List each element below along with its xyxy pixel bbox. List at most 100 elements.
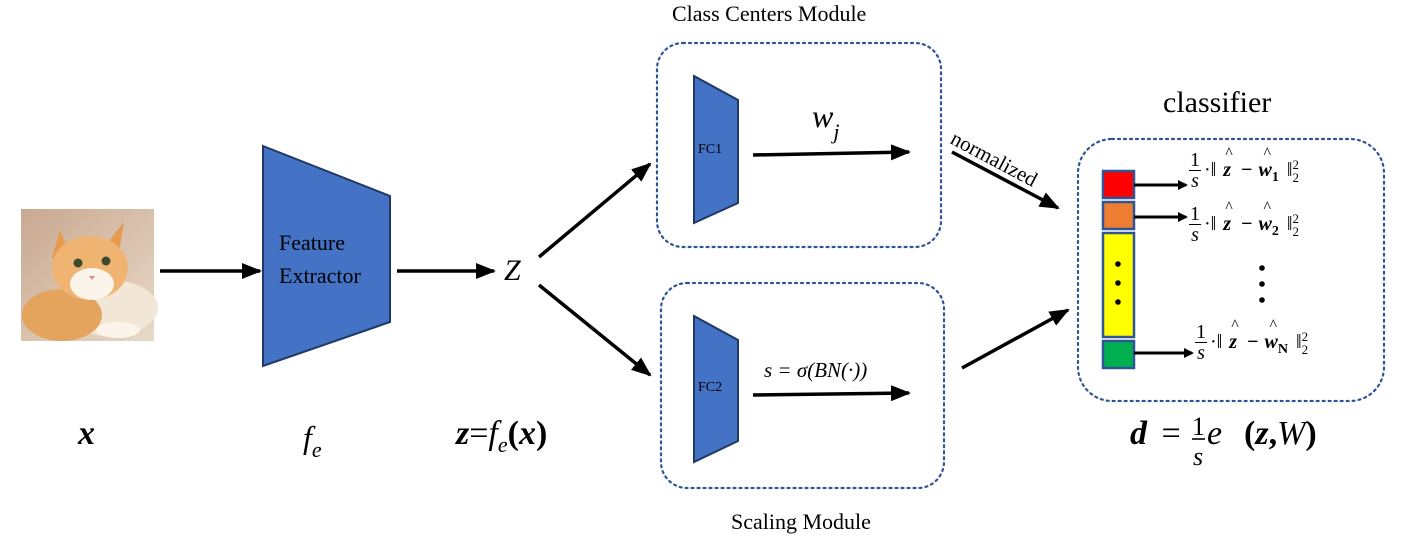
input-symbol: x [78,415,95,452]
z-node-label: Z [504,254,521,287]
row2-w-group: ^w2 [1258,199,1279,239]
eq-sub: e [497,432,508,457]
rown-den: s [1197,342,1205,364]
rown-z-group: ^z [1229,317,1239,354]
rown-z: z [1229,331,1238,353]
row1-sub: 1 [1271,170,1279,185]
arrow-fc2-to-s [752,385,911,402]
rown-z-hat: ^ [1231,317,1239,334]
feature-extractor-block [262,144,391,368]
rown-sub: N [1277,342,1288,357]
row1-minus: − [1241,159,1253,181]
scaling-module-box [659,281,946,490]
row1-z: z [1223,159,1232,181]
rown-w-hat: ^ [1269,317,1277,334]
output-fraction-den: s [1193,442,1204,471]
middle-dot [1115,280,1121,286]
rown-num: 1 [1195,321,1207,343]
eq-open: ( [507,415,519,452]
row2-w-hat: ^ [1263,199,1271,216]
row2-w: w [1258,213,1272,235]
row1-exp: 2 [1292,156,1299,172]
fe-sub: e [311,437,322,462]
rows-ellipsis-dot [1259,281,1265,287]
fc2-label: FC2 [698,380,723,395]
class-centers-module-box [655,41,943,249]
row2-z-hat: ^ [1225,199,1233,216]
scaling-formula: s = σ(BN(·)) [764,358,868,382]
row1-w-hat: ^ [1263,145,1271,162]
wj-w: w [812,98,834,134]
row1-dot: ·‖ [1204,159,1217,181]
fc1-block [693,74,739,225]
eq-z: z [456,415,470,452]
classifier-box [1076,137,1386,403]
row2-minus: − [1241,213,1253,235]
output-fraction-num: 1 [1192,412,1205,441]
eq-f: f [488,415,498,452]
classifier-title: classifier [1163,86,1272,119]
row1-den: s [1191,170,1199,192]
extractor-symbol: fe [303,419,322,462]
output-args: (z,W) [1244,415,1317,453]
row1-low: 2 [1292,169,1299,185]
rown-w-group: ^wN [1264,317,1288,357]
row1-norm: ‖ [1286,159,1293,181]
arrow-fc1-to-wj [752,144,911,161]
row2-dot: ·‖ [1204,213,1217,235]
wj-sub: j [833,119,840,144]
arrow-z-to-class-centers [537,162,652,259]
class-score-bar [1101,169,1136,370]
rown-w: w [1264,331,1278,353]
rown-dot: ·‖ [1210,331,1223,353]
rown-exp: 2 [1301,328,1309,344]
row2-z-group: ^z [1223,199,1233,236]
arrow-z-to-scaling [537,283,652,377]
rows-ellipsis-dot [1259,297,1265,303]
feature-extractor-label-2: Extractor [279,263,361,288]
fc2-block [693,314,739,464]
middle-dot [1115,261,1121,267]
row1-w-group: ^w1 [1258,145,1279,185]
scaling-module-title: Scaling Module [731,509,871,534]
fc1-label: FC1 [698,142,723,157]
eq-x: x [518,415,536,452]
row1-z-group: ^z [1223,145,1233,182]
row2-num: 1 [1189,203,1201,225]
row2-z: z [1223,213,1232,235]
class-cell-2 [1101,200,1136,231]
row1-z-hat: ^ [1225,145,1233,162]
rows-ellipsis-dot [1259,265,1265,271]
class-cell-1 [1101,169,1136,200]
out-comma: , [1268,415,1278,452]
fe-f: f [303,419,312,455]
feature-equation: z=fe(x) [456,415,547,457]
row1-w: w [1258,159,1272,181]
class-centers-title: Class Centers Module [672,1,867,26]
rown-fraction: 1 s [1195,322,1207,363]
arrow-scaling-to-classifier [961,308,1070,370]
row2-norm: ‖ [1286,213,1293,235]
row2-low: 2 [1292,223,1299,239]
middle-dot [1115,299,1121,305]
rown-norm: ‖ [1295,331,1302,353]
row1-fraction: 1 s [1189,150,1201,191]
feature-extractor-label-1: Feature [279,230,345,255]
output-e: e [1207,415,1223,452]
eq-equals: = [469,415,489,452]
row2-sub: 2 [1271,224,1279,239]
rown-low: 2 [1301,341,1309,357]
row2-fraction: 1 s [1189,204,1201,245]
out-W: W [1277,415,1306,452]
out-open: ( [1244,415,1256,452]
out-z: z [1255,415,1269,452]
output-equation: d = [1130,415,1187,453]
row2-den: s [1191,224,1199,246]
row2-exp: 2 [1292,210,1299,226]
